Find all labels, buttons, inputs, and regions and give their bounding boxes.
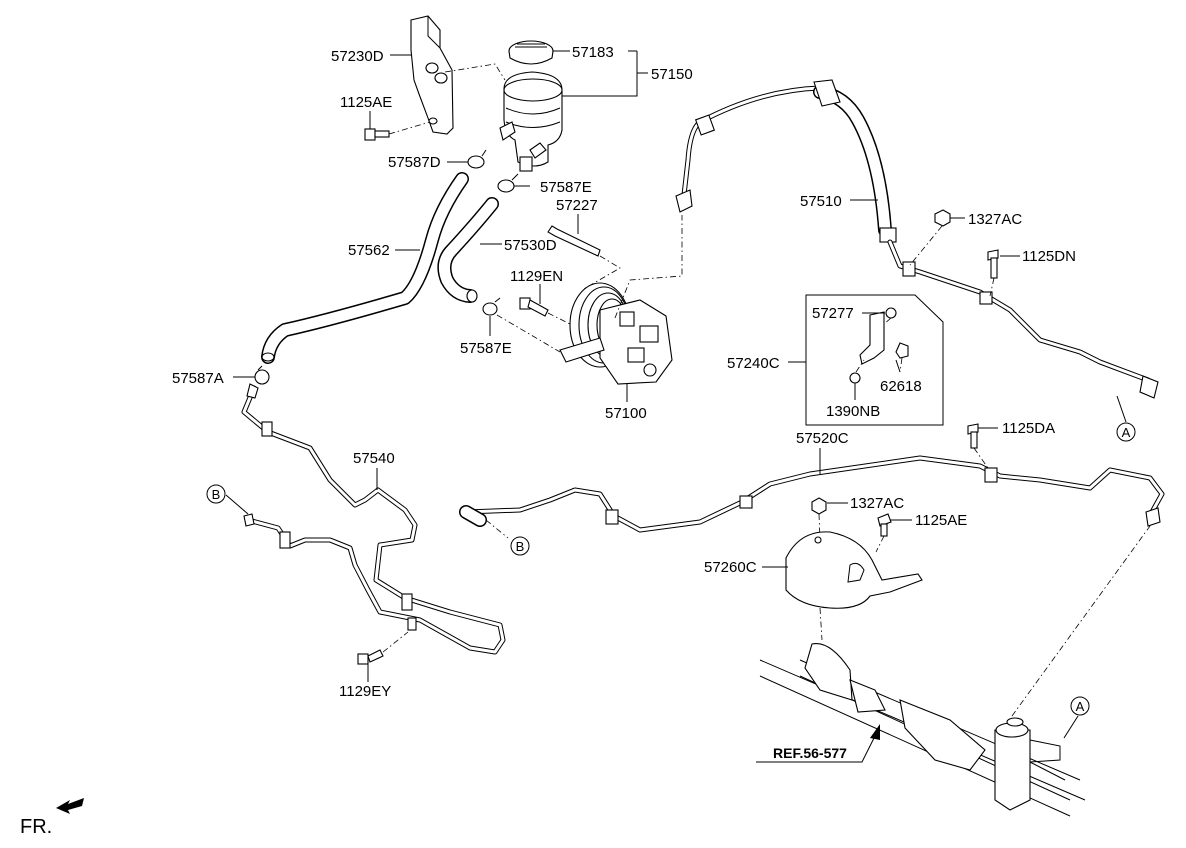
label-57100: 57100 <box>605 405 647 422</box>
label-57230d: 57230D <box>331 48 384 65</box>
power-steering-pump <box>559 215 683 385</box>
suction-hose-57530d <box>437 197 499 303</box>
pressure-tube-57520c <box>459 455 1165 539</box>
label-57530d: 57530D <box>504 237 557 254</box>
label-1129ey: 1129EY <box>339 683 391 700</box>
label-1327ac-bottom: 1327AC <box>850 495 904 512</box>
leader-lines <box>225 50 1127 739</box>
callout-b-left: B <box>206 484 226 504</box>
label-57150: 57150 <box>651 66 693 83</box>
reservoir-tank <box>499 71 563 172</box>
label-57587d: 57587D <box>388 154 441 171</box>
label-62618: 62618 <box>880 378 922 395</box>
bolt-1125da <box>967 423 989 469</box>
svg-text:B: B <box>212 487 221 502</box>
label-57260c: 57260C <box>704 559 757 576</box>
label-1125ae-bottom: 1125AE <box>915 512 967 529</box>
bolt-1125ae-bottom <box>875 513 892 553</box>
hose-clamp-57587e-bottom <box>482 297 561 353</box>
label-57587e-bottom: 57587E <box>460 340 512 357</box>
svg-text:REF.56-577: REF.56-577 <box>773 745 847 761</box>
bolt-1129en <box>519 297 575 327</box>
label-57587a: 57587A <box>172 370 224 387</box>
front-orientation-arrow: FR. <box>20 798 84 838</box>
label-57520c: 57520C <box>796 430 849 447</box>
bolt-1129ey <box>357 631 409 665</box>
long-bolt-57227 <box>547 225 621 291</box>
svg-text:FR.: FR. <box>20 816 52 838</box>
hose-clamp-57587d <box>467 149 487 169</box>
callout-a-right: A <box>1116 422 1136 442</box>
return-hose-57562 <box>261 172 469 364</box>
bracket-group-box <box>805 294 944 426</box>
label-1125ae-top: 1125AE <box>340 94 392 111</box>
label-57240c: 57240C <box>727 355 780 372</box>
label-57540: 57540 <box>353 450 395 467</box>
hose-clamp-57587e-top <box>497 173 519 193</box>
bolt-1125dn <box>987 249 999 297</box>
return-tube-57540 <box>241 383 506 655</box>
callout-a-gear: A <box>1070 696 1090 716</box>
label-1390nb: 1390NB <box>826 403 880 420</box>
label-57227: 57227 <box>556 197 598 214</box>
label-57562: 57562 <box>348 242 390 259</box>
heat-shield <box>785 531 923 641</box>
label-1327ac-top: 1327AC <box>968 211 1022 228</box>
label-57277: 57277 <box>812 305 854 322</box>
reference-label: REF.56-577 <box>756 724 880 763</box>
reservoir-cap <box>508 40 554 65</box>
svg-text:A: A <box>1122 425 1131 440</box>
svg-text:B: B <box>516 539 525 554</box>
label-1129en: 1129EN <box>510 268 563 285</box>
label-57510: 57510 <box>800 193 842 210</box>
reservoir-bracket <box>410 15 506 135</box>
hose-clamp-57587a <box>254 365 270 385</box>
arrow-icon <box>56 798 84 814</box>
label-57183: 57183 <box>572 44 614 61</box>
pressure-hose-57510 <box>675 79 1159 399</box>
label-1125da: 1125DA <box>1002 420 1055 437</box>
label-1125dn: 1125DN <box>1022 248 1076 265</box>
callout-b-center: B <box>510 536 530 556</box>
label-57587e-top: 57587E <box>540 179 592 196</box>
nut-1327ac-bottom <box>811 497 827 541</box>
svg-text:A: A <box>1076 699 1085 714</box>
bolt-1125ae-top <box>364 121 431 141</box>
steering-gear-assembly <box>759 525 1151 817</box>
part-labels: 57230D 57183 57150 1125AE 57587D 57587E … <box>172 44 1076 700</box>
nut-1327ac-top <box>909 209 951 266</box>
